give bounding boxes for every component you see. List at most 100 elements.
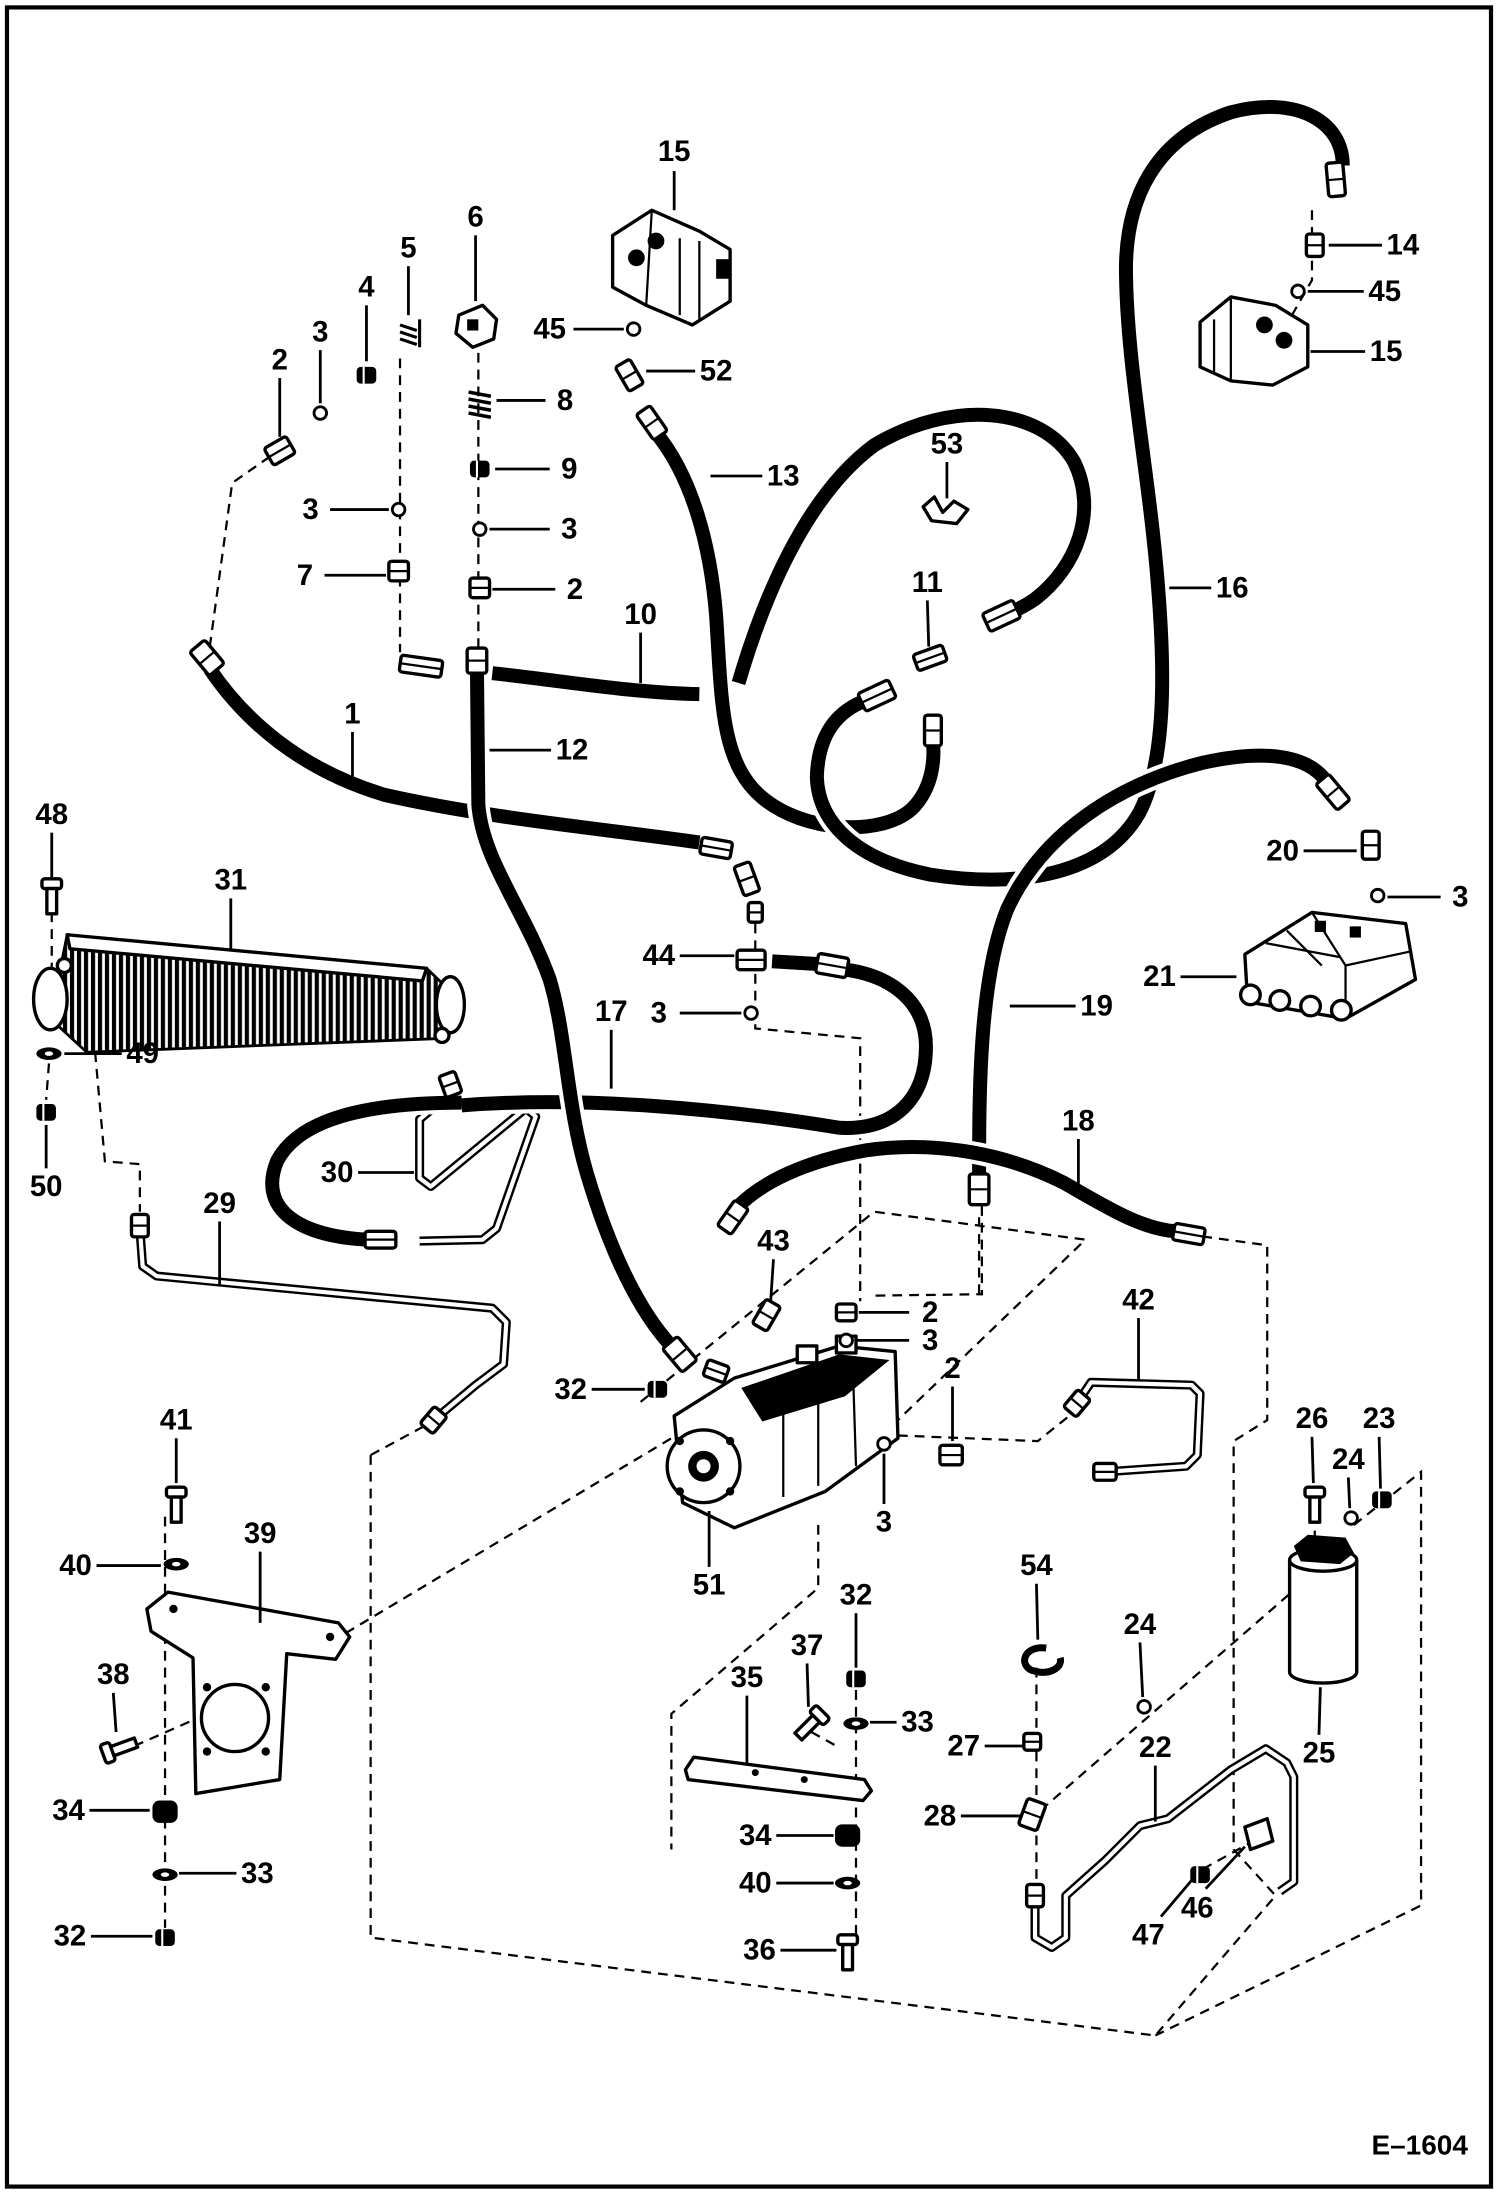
callout-label: 34	[52, 1794, 85, 1827]
hose-17-body	[461, 962, 933, 1135]
callout-label: 4	[358, 271, 375, 304]
o-ring	[1136, 1699, 1152, 1715]
nut-body	[356, 366, 377, 384]
motor-top-port	[647, 232, 665, 250]
fitting-flat	[400, 662, 442, 671]
callout-label: 33	[901, 1706, 934, 1739]
bolt-shank	[841, 1942, 855, 1972]
bolt	[98, 1736, 140, 1765]
oil-filter	[1287, 1534, 1359, 1685]
tee-block	[454, 303, 499, 349]
callout-leader	[1317, 1687, 1322, 1735]
callout-label: 3	[561, 513, 577, 546]
callout-label: 32	[840, 1578, 873, 1611]
motor-right-port	[1275, 331, 1293, 349]
washer-hole	[851, 1721, 861, 1726]
hose-1	[200, 662, 701, 854]
callout-label: 24	[1332, 1443, 1365, 1476]
bracket-mount-hole	[325, 1632, 335, 1642]
callout-label: 2	[567, 573, 583, 606]
callout-label: 53	[931, 427, 964, 460]
o-ring	[1370, 887, 1386, 904]
pump-bolt-hole	[725, 1487, 735, 1496]
hose-13-body	[649, 426, 941, 835]
valve-spool	[1329, 998, 1353, 1022]
hose-fitting	[751, 1298, 782, 1333]
fitting-flat	[1173, 1230, 1205, 1238]
bolt-shank	[169, 1495, 183, 1524]
washer-hole	[843, 1880, 852, 1886]
callout-label: 6	[467, 201, 483, 234]
oil-cooler	[31, 933, 467, 1054]
pump-bolt-hole	[675, 1436, 684, 1446]
callout-label: 15	[1370, 335, 1403, 368]
callout-label: 24	[1124, 1608, 1157, 1641]
callout-leader	[805, 1663, 810, 1707]
check-spring	[399, 319, 422, 348]
callout-label: 16	[1216, 571, 1249, 604]
callout-label: 49	[126, 1037, 159, 1070]
motor-top-body	[610, 208, 732, 327]
hose-fitting	[735, 948, 767, 972]
bolt-shank	[45, 886, 59, 916]
hose-fitting	[701, 1358, 731, 1384]
figure-code: E–1604	[1371, 2129, 1468, 2160]
hose-fitting	[814, 951, 851, 980]
callout-label: 32	[554, 1373, 587, 1406]
callout-label: 3	[651, 997, 667, 1030]
fitting-flat	[1022, 1810, 1042, 1819]
callout-leader	[769, 1259, 775, 1302]
fitting-flat	[1327, 177, 1345, 182]
nut-body	[647, 1380, 668, 1398]
hose-fitting	[397, 653, 445, 679]
filter-head	[1293, 1534, 1354, 1565]
nut	[356, 366, 377, 384]
hydraulic-pump	[665, 1334, 900, 1530]
fitting-flat	[268, 443, 292, 459]
dashed-assembly-lines	[45, 210, 1423, 2037]
hose-44-link	[771, 954, 821, 972]
pump-port	[795, 1344, 819, 1365]
callout-label: 40	[739, 1867, 772, 1900]
nut-body	[846, 1670, 866, 1688]
callout-label: 33	[241, 1857, 274, 1890]
callout-label: 20	[1266, 834, 1299, 867]
tube-29-core	[137, 1228, 509, 1422]
hose-fitting	[614, 358, 645, 393]
hose-fitting	[698, 835, 734, 861]
support-bar-hole	[800, 1776, 808, 1784]
callout-label: 1	[344, 697, 360, 730]
nut-body	[469, 460, 490, 478]
callout-label: 54	[1020, 1549, 1053, 1582]
hose-12	[465, 668, 680, 1354]
tube-29	[135, 1228, 511, 1424]
nut	[155, 1929, 175, 1947]
callout-label: 40	[59, 1549, 92, 1582]
nut-body	[1372, 1491, 1392, 1509]
hose-tee-loop	[727, 403, 1096, 687]
bracket-bolt-hole	[202, 1683, 212, 1692]
hose-fitting	[746, 900, 764, 924]
hose-fitting	[1022, 1731, 1043, 1752]
cooler-mount-right	[433, 1026, 451, 1045]
hose-fitting	[465, 646, 489, 675]
hose-tee-loop-body	[731, 407, 1092, 685]
pump-mount-bracket	[145, 1590, 352, 1796]
valve-spool	[1268, 989, 1292, 1012]
valve-section-lines	[1265, 911, 1411, 1019]
callout-label: 38	[97, 1658, 130, 1691]
hose-10-body	[491, 666, 700, 702]
hose-fitting	[189, 639, 225, 677]
nut	[36, 1103, 56, 1121]
hose-fitting	[419, 1405, 448, 1435]
fitting-flat	[816, 961, 848, 970]
callout-label: 19	[1080, 990, 1113, 1023]
callout-label: 3	[876, 1506, 892, 1539]
callout-leader	[1346, 1477, 1352, 1509]
motor-top-port	[628, 249, 645, 267]
hose-13	[645, 424, 945, 839]
fitting-flat	[705, 1366, 728, 1377]
callout-label: 29	[203, 1187, 236, 1220]
tube-22-core	[1032, 1746, 1296, 1950]
